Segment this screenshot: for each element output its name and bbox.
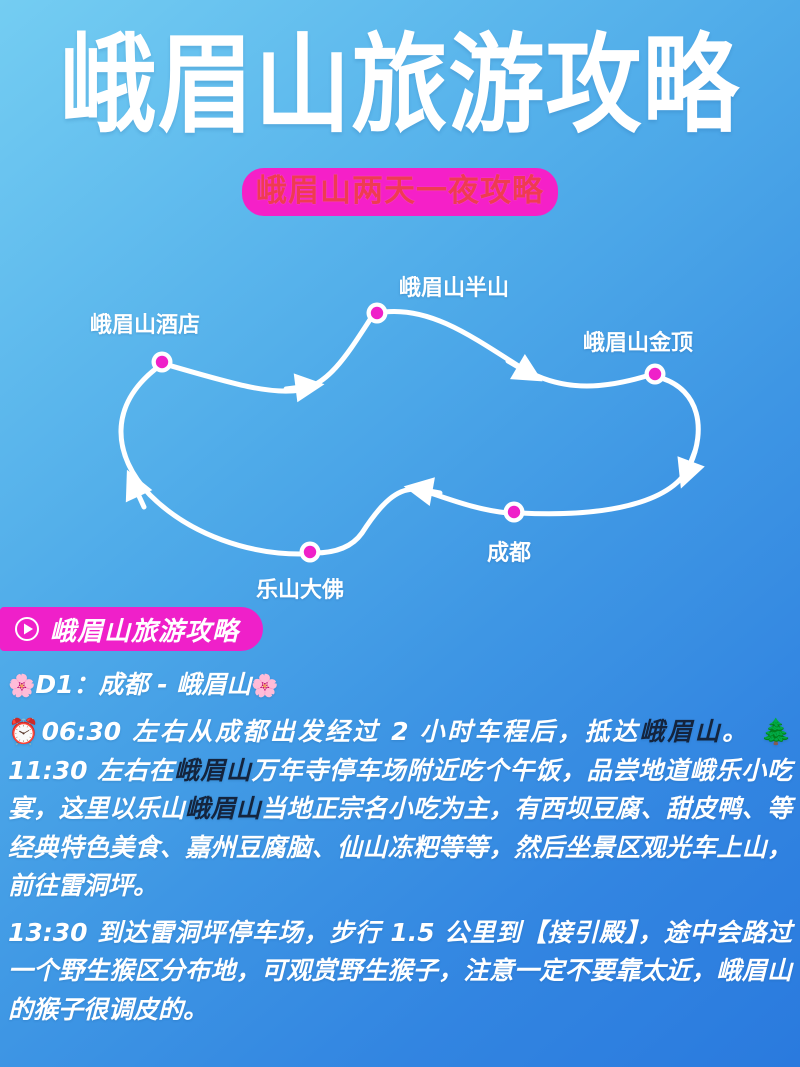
route-label-jinding: 峨眉山金顶 <box>583 331 694 356</box>
p1-highlight-3: 峨眉山 <box>185 794 261 823</box>
section-badge[interactable]: 峨眉山旅游攻略 <box>0 607 264 651</box>
subtitle-badge: 峨眉山两天一夜攻略 <box>242 168 558 216</box>
subtitle-wrap: 峨眉山两天一夜攻略 <box>0 168 800 216</box>
play-circle-icon <box>15 617 39 641</box>
arrow-banshan-jinding <box>505 354 543 382</box>
route-diagram: 峨眉山酒店 峨眉山半山 峨眉山金顶 成都 乐山大佛 <box>0 255 800 603</box>
segment-jinding-to-chengdu <box>517 375 701 517</box>
arrow-jinding-chengdu <box>677 448 705 489</box>
p1-seg5: 当地正宗名小吃为主，有西坝豆腐、甜皮鸭、等经典特色美食、嘉州豆腐脑、仙山冻粑等等… <box>8 794 792 900</box>
day-heading-label: D1：成都 - 峨眉山 <box>35 670 252 699</box>
title-block: 峨眉山旅游攻略 <box>0 18 800 147</box>
node-dot-banshan[interactable] <box>370 306 384 320</box>
cherry-blossom-icon-right: 🌸 <box>251 674 279 699</box>
segment-leshan-to-hotel <box>118 364 308 557</box>
page-title: 峨眉山旅游攻略 <box>60 22 740 148</box>
route-path-svg <box>118 302 705 563</box>
itinerary-content: 🌸D1：成都 - 峨眉山🌸 ⏰06:30 左右从成都出发经过 2 小时车程后，抵… <box>8 665 792 1031</box>
arrow-leshan-hotel <box>125 469 153 510</box>
arrow-chengdu-leshan <box>403 477 443 506</box>
p1-seg3: 11:30 左右在 <box>8 755 175 785</box>
route-label-banshan: 峨眉山半山 <box>399 276 510 301</box>
node-dot-leshan[interactable] <box>303 545 317 559</box>
p1-highlight-1: 峨眉山 <box>639 717 723 746</box>
alarm-clock-icon: ⏰ <box>8 717 42 746</box>
route-label-chengdu: 成都 <box>487 541 532 566</box>
node-dot-chengdu[interactable] <box>507 505 521 519</box>
route-nodes <box>151 302 666 563</box>
segment-chengdu-to-leshan <box>311 486 511 556</box>
node-dot-hotel[interactable] <box>155 355 169 369</box>
route-label-leshan: 乐山大佛 <box>256 578 345 603</box>
itinerary-paragraph-1: ⏰06:30 左右从成都出发经过 2 小时车程后，抵达峨眉山。 🌲11:30 左… <box>8 713 792 906</box>
node-dot-jinding[interactable] <box>648 367 662 381</box>
section-badge-label: 峨眉山旅游攻略 <box>50 616 240 647</box>
p1-seg4: 万年寺停车场附近吃个午饭，品尝地道峨乐小吃宴，这里以乐山 <box>8 755 792 824</box>
p1-seg2: 。 <box>722 717 761 746</box>
arrow-hotel-banshan <box>283 373 325 403</box>
route-label-hotel: 峨眉山酒店 <box>90 313 201 338</box>
itinerary-paragraph-2: 13:30 到达雷洞坪停车场，步行 1.5 公里到【接引殿】，途中会路过一个野生… <box>8 917 792 1024</box>
evergreen-tree-icon: 🌲 <box>760 717 792 746</box>
p1-seg1: 06:30 左右从成都出发经过 2 小时车程后，抵达 <box>41 717 640 746</box>
p1-highlight-2: 峨眉山 <box>174 755 252 785</box>
day-heading: 🌸D1：成都 - 峨眉山🌸 <box>8 665 792 707</box>
cherry-blossom-icon-left: 🌸 <box>8 674 36 699</box>
